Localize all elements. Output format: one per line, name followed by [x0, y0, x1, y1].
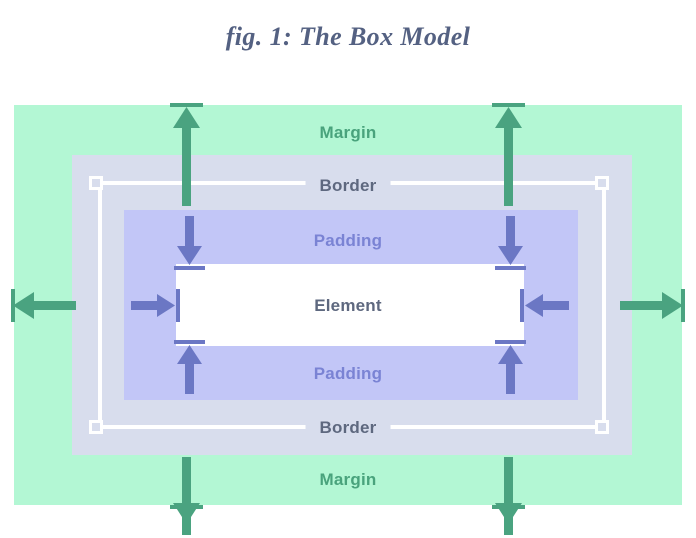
label-padding-top: Padding — [313, 231, 383, 250]
resize-handle-top-left[interactable] — [89, 176, 103, 190]
label-margin-bottom: Margin — [319, 470, 377, 489]
page-title: fig. 1: The Box Model — [225, 22, 471, 51]
resize-handle-bottom-left[interactable] — [89, 420, 103, 434]
element-box — [176, 264, 524, 346]
resize-handle-top-right[interactable] — [595, 176, 609, 190]
resize-handle-bottom-right[interactable] — [595, 420, 609, 434]
label-margin-top: Margin — [319, 123, 377, 142]
border-guide-line-right — [602, 183, 606, 427]
label-border-top: Border — [305, 176, 391, 196]
label-element: Element — [314, 296, 382, 315]
label-padding-bottom: Padding — [313, 364, 383, 383]
label-border-bottom: Border — [305, 418, 391, 438]
border-guide-line-left — [98, 183, 102, 427]
